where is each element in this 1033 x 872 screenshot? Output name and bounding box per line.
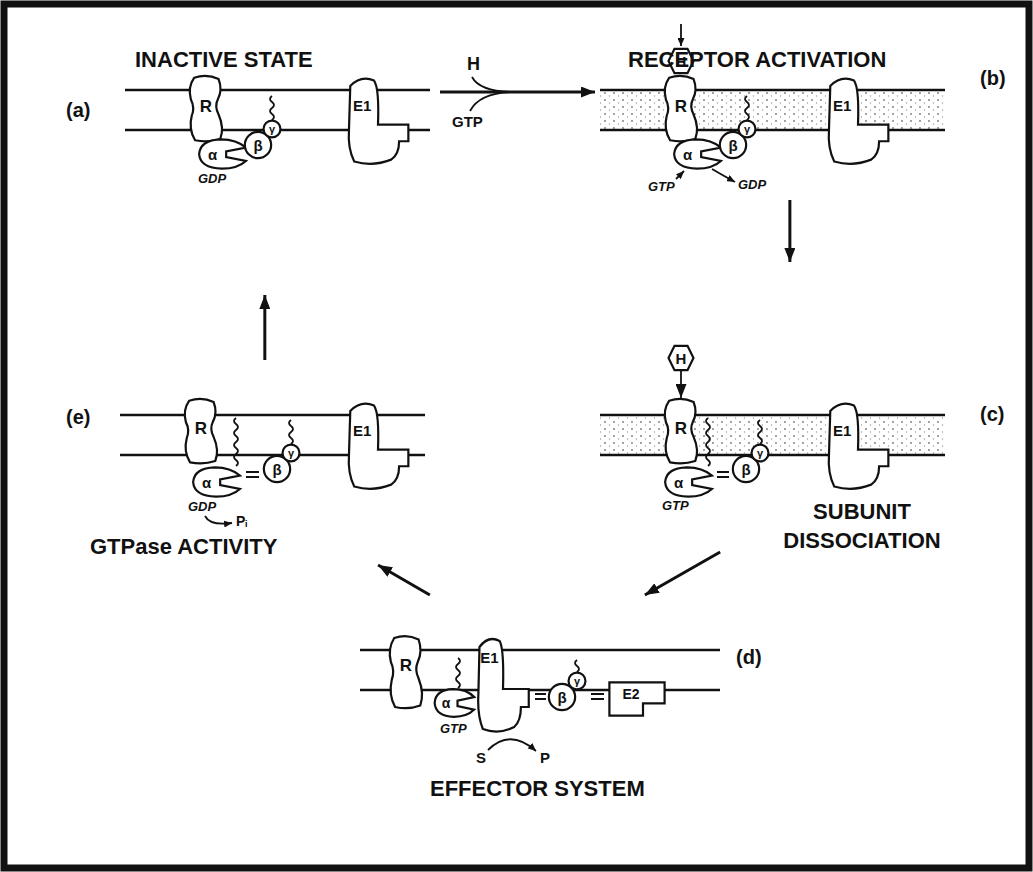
subunit-letter: R: [200, 97, 212, 114]
alpha-subunit: α: [662, 466, 714, 498]
cycle-arrow: [645, 552, 720, 595]
cycle-arrow: [788, 200, 791, 262]
state-title: GTPase ACTIVITY: [90, 533, 277, 562]
cycle-panel: EFFECTOR SYSTEM (d) R E1 α βγE2: [340, 595, 770, 810]
subunit-letter: H: [676, 351, 687, 366]
shape-outline: [196, 138, 248, 170]
membrane: [120, 90, 945, 690]
alpha-subunit: α: [671, 138, 723, 170]
subunit-letter: R: [675, 97, 687, 114]
receptor-shape: R: [385, 635, 427, 710]
hormone-hexagon: H: [668, 345, 694, 371]
gamma-subunit: γ: [738, 120, 756, 138]
state-title: INACTIVE STATE: [135, 46, 313, 75]
subunit-letter: γ: [744, 124, 750, 135]
nucleotide-label: GTP: [662, 499, 689, 513]
subunit-letter: R: [675, 420, 687, 437]
subunit-letter: α: [442, 696, 451, 710]
panel-letter: (b): [980, 66, 1006, 90]
effector-shape: E1: [825, 75, 891, 167]
subunit-letter: α: [683, 147, 692, 162]
subunit-letter: R: [195, 420, 207, 437]
product-label: P: [540, 750, 550, 767]
panel-letter: (c): [980, 402, 1004, 426]
cycle-arrow: [440, 91, 595, 94]
shape-outline: [432, 688, 476, 718]
cycle-panel: RECEPTOR ACTIVATION (b) H R E1 α βγ: [595, 40, 1015, 200]
substrate-label: S: [476, 750, 486, 767]
subunit-letter: β: [557, 690, 566, 705]
effector-shape: E1: [345, 400, 411, 492]
subunit-letter: γ: [288, 448, 294, 459]
subunit-letter: R: [400, 657, 412, 674]
state-title: SUBUNIT DISSOCIATION: [782, 498, 942, 555]
receptor-shape: R: [660, 75, 702, 143]
receptor-shape: R: [180, 398, 222, 465]
cycle-arrow: [378, 565, 430, 595]
subunit-letter: E1: [480, 650, 498, 665]
subunit-letter: γ: [574, 676, 580, 687]
shape-outline: [345, 400, 411, 492]
shape-outline: [825, 75, 891, 167]
effector-shape: E1: [825, 400, 891, 492]
alpha-subunit: α: [196, 138, 248, 170]
cycle-panel: INACTIVE STATE (a) R E1 α βγ: [60, 40, 440, 295]
gamma-subunit: γ: [568, 672, 586, 690]
receptor-shape: R: [185, 75, 227, 143]
nucleotide-label: GDP: [738, 178, 766, 192]
subunit-letter: E1: [353, 423, 371, 438]
subunit-letter: E2: [622, 687, 639, 701]
nucleotide-label: GTP: [440, 722, 467, 736]
subunit-letter: γ: [757, 448, 763, 459]
subunit-letter: α: [202, 475, 211, 490]
subunit-letter: α: [674, 475, 683, 490]
cycle-arrow: [680, 371, 682, 398]
subunit-letter: β: [728, 138, 737, 153]
shape-outline: [190, 466, 242, 498]
subunit-letter: E1: [833, 98, 851, 113]
panel-letter: (d): [736, 645, 762, 669]
receptor-shape: R: [660, 398, 702, 465]
nucleotide-label: GDP: [188, 500, 216, 514]
shape-outline: [671, 138, 723, 170]
gamma-subunit: γ: [263, 120, 281, 138]
shape-outline: [825, 400, 891, 492]
hormone-label: H: [467, 55, 480, 75]
subunit-letter: E1: [833, 423, 851, 438]
effector-shape: E2: [607, 681, 667, 717]
state-title: RECEPTOR ACTIVATION: [628, 46, 886, 75]
gamma-subunit: γ: [282, 444, 300, 462]
effector-shape: E1: [475, 635, 531, 735]
gamma-subunit: γ: [751, 444, 769, 462]
lipid-anchor: [234, 96, 762, 688]
nucleotide-label: GTP: [452, 114, 483, 131]
subunit-letter: H: [676, 54, 687, 69]
subunit-letter: β: [741, 462, 750, 477]
subunit-letter: α: [208, 147, 217, 162]
alpha-subunit: α: [190, 466, 242, 498]
effector-shape: E1: [345, 75, 411, 167]
nucleotide-label: GTP: [648, 180, 675, 194]
outer-frame: [4, 4, 1029, 868]
shape-outline: [345, 75, 411, 167]
phosphate-label: Pᵢ: [236, 514, 247, 529]
panel-letter: (a): [66, 98, 90, 122]
shape-outline: [662, 466, 714, 498]
panel-letter: (e): [66, 405, 90, 429]
flow-arrow: [205, 24, 735, 751]
cycle-panel: GTPase ACTIVITY (e) R E1 α βγ: [60, 360, 440, 565]
cycle-arrow: [263, 295, 266, 360]
cycle-panel: SUBUNIT DISSOCIATION (c) H R E1 α βγ: [595, 262, 1015, 552]
subunit-letter: γ: [269, 124, 275, 135]
state-title: EFFECTOR SYSTEM: [430, 775, 645, 804]
subunit-letter: E1: [353, 98, 371, 113]
nucleotide-label: GDP: [198, 172, 226, 186]
alpha-subunit: α: [432, 688, 476, 718]
subunit-letter: β: [272, 462, 281, 477]
subunit-letter: β: [253, 138, 262, 153]
